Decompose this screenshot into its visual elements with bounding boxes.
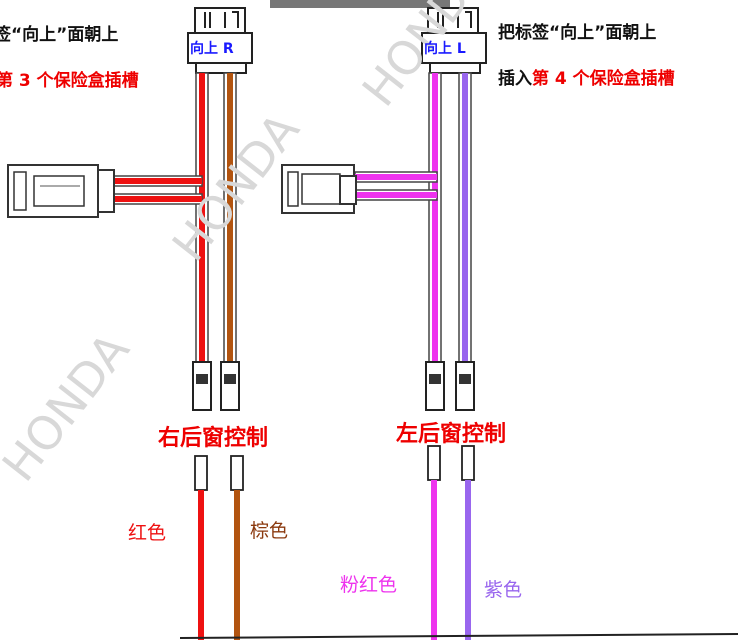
left-bottom-terminals [425, 361, 475, 411]
left-instruction-line1: 把标签“向上”面朝上 [498, 23, 657, 43]
right-brown-wire-top [227, 73, 233, 373]
red-wire [198, 490, 204, 640]
left-instruction-red: 第 4 个保险盒插槽 [532, 69, 675, 89]
right-instruction-line1: 签“向上”面朝上 [0, 25, 119, 45]
pink-wire [431, 480, 437, 640]
purple-wire [465, 480, 471, 640]
brown-wire [234, 490, 240, 640]
bottom-wires [179, 445, 738, 640]
left-tag-box [421, 32, 487, 64]
purple-wire-label: 紫色 [484, 579, 523, 601]
right-bottom-terminals [192, 361, 240, 411]
left-tag-label: 向上 L [424, 41, 466, 57]
brown-wire-label: 棕色 [250, 520, 289, 542]
pink-wire-label: 粉红色 [340, 574, 398, 596]
top-strip [270, 0, 450, 8]
left-instruction-prefix: 插入 [498, 69, 532, 89]
left-purple-wire-top [462, 73, 468, 373]
red-wire-label: 红色 [128, 522, 167, 544]
left-side-connector [281, 164, 357, 214]
right-harness [7, 7, 253, 411]
left-instruction-line2: 插入第 4 个保险盒插槽 [498, 64, 675, 89]
right-tag-label: 向上 R [190, 41, 234, 57]
left-control-label: 左后窗控制 [396, 422, 507, 447]
right-instruction-line2: 第 3 个保险盒插槽 [0, 71, 139, 91]
left-harness [281, 7, 487, 411]
right-side-connector [7, 164, 115, 218]
left-pink-wire-top [432, 73, 438, 373]
right-control-label: 右后窗控制 [158, 426, 269, 451]
right-red-wire-top [199, 73, 205, 373]
